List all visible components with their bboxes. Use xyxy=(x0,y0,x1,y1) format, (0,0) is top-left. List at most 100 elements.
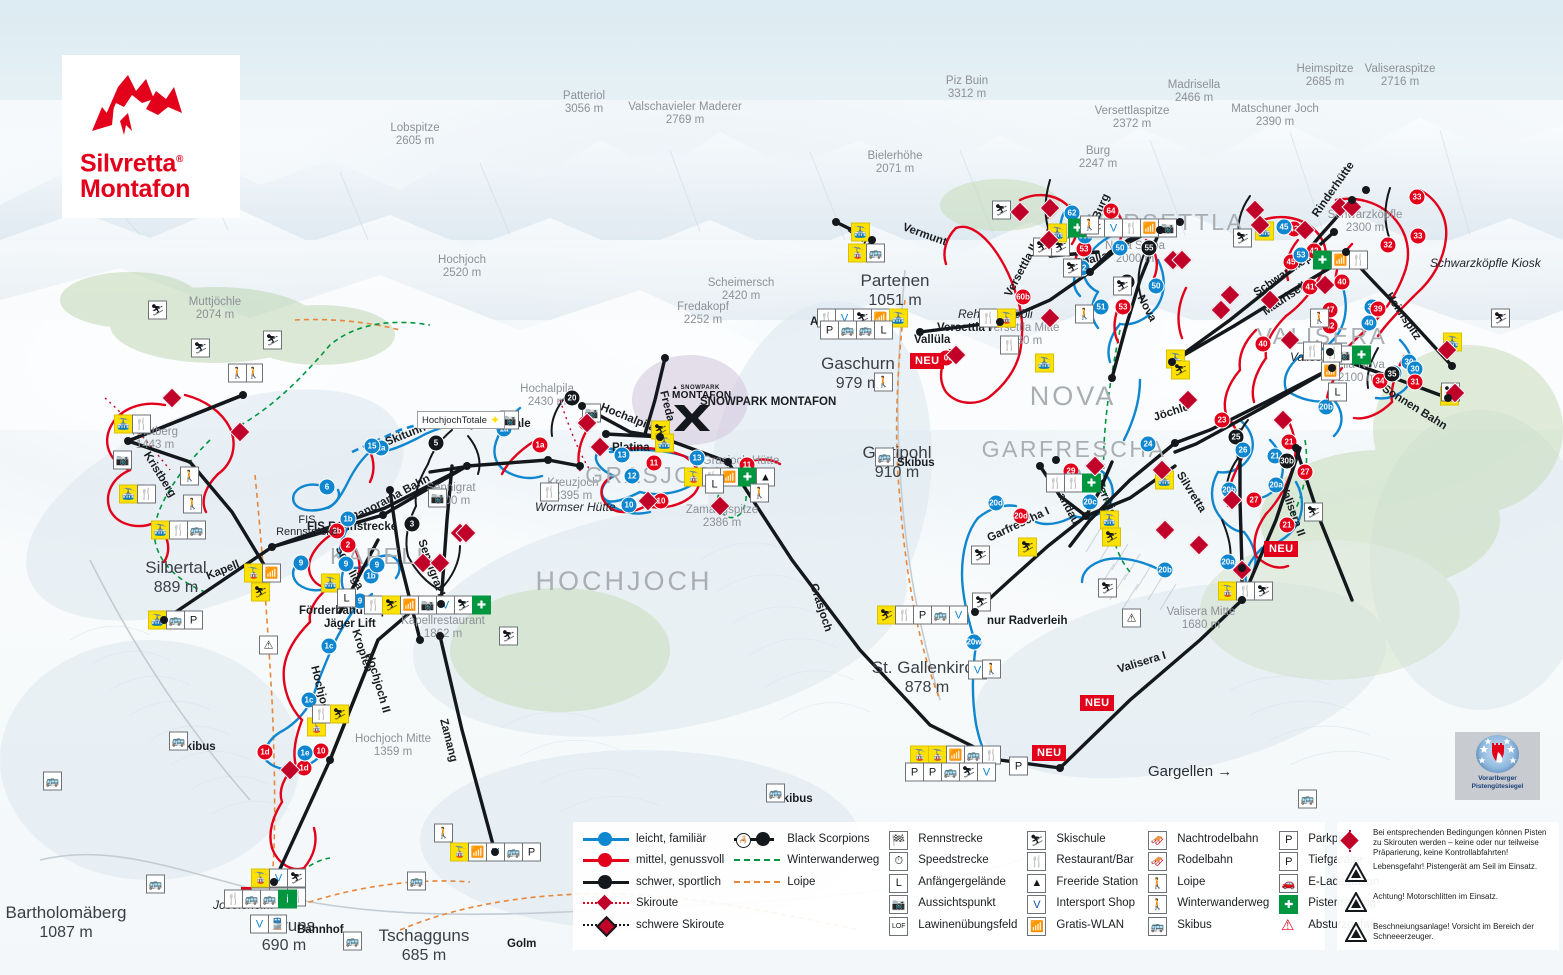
legend-item: Skiroute xyxy=(583,893,724,915)
facility-icon-cluster[interactable]: 🍴⛷📶📷V⛷✚ xyxy=(364,595,491,615)
facility-icon-cluster[interactable]: 🚶 xyxy=(180,466,199,486)
warning-note: Lebensgefahr! Pistengerät am Seil im Ein… xyxy=(1344,860,1551,888)
facility-icon-cluster[interactable]: 🚌 xyxy=(1298,789,1317,809)
facility-icon-cluster[interactable]: ⛷ xyxy=(1491,308,1510,328)
facility-icon-cluster[interactable]: 🚠 xyxy=(321,573,340,593)
legend-item-label: schwer, sportlich xyxy=(636,875,722,888)
facility-icon-cluster[interactable]: 🍴🚌🚌i xyxy=(224,889,297,909)
facility-icon-cluster[interactable]: P xyxy=(1009,756,1028,776)
facility-icon-cluster[interactable]: 🍴⛷ xyxy=(312,704,349,724)
legend-item: 📷Aussichtspunkt xyxy=(889,893,1017,915)
legend-symbol: ▲ xyxy=(1027,873,1049,893)
facility-icon-cluster[interactable]: 🚠🍴 xyxy=(114,414,151,434)
facility-icon-cluster[interactable]: ⛷ xyxy=(499,626,518,646)
facility-icon-cluster[interactable]: 🚠 xyxy=(851,222,870,242)
facility-icon-cluster[interactable]: 🚡📶 xyxy=(244,563,281,583)
facility-icon-cluster[interactable]: 🚶 xyxy=(183,494,202,514)
facility-icon-cluster[interactable]: 🍴 xyxy=(1303,341,1322,361)
facility-icon-cluster[interactable]: 🚶 xyxy=(244,363,263,383)
facility-icon-cluster[interactable]: 🚶 xyxy=(1310,308,1329,328)
facility-icon-cluster[interactable]: 🍴 xyxy=(1000,335,1019,355)
facility-icon-cluster[interactable]: 🚶 xyxy=(434,823,453,843)
facility-icon-cluster[interactable]: L xyxy=(337,588,356,608)
lift-station-node xyxy=(268,543,276,551)
bus-icon: 🚌 xyxy=(43,771,62,791)
legend-symbol xyxy=(734,874,781,890)
facility-icon-cluster[interactable]: L xyxy=(1328,382,1347,402)
facility-icon-cluster[interactable]: P🚌🚌L xyxy=(820,320,893,340)
gondola-icon: 🚡 xyxy=(244,563,263,583)
facility-icon-cluster[interactable]: 🍴 xyxy=(540,482,559,502)
lift-station-node xyxy=(1362,186,1370,194)
facility-icon-cluster[interactable]: 🍴🚡 xyxy=(979,308,1016,328)
facility-icon-cluster[interactable]: 🚠🍴🚌 xyxy=(151,520,206,540)
legend-item-label: Winterwanderweg xyxy=(1177,897,1270,910)
bus-icon: 🚌 xyxy=(1148,916,1168,936)
facility-icon-cluster[interactable]: ⛷ xyxy=(1171,360,1190,380)
logo-line-1: Silvretta xyxy=(80,149,176,178)
skischool-icon: ⛷ xyxy=(1233,228,1252,248)
piste-number-badge: 1e xyxy=(296,744,314,762)
facility-icon-cluster[interactable]: ⛷ xyxy=(992,200,1011,220)
facility-icon-cluster[interactable]: 🚌 xyxy=(766,783,785,803)
facility-icon-cluster[interactable]: ⚠ xyxy=(1122,608,1141,628)
facility-icon-cluster[interactable]: 🚌 xyxy=(169,731,188,751)
facility-icon-cluster[interactable]: 🚠 xyxy=(1035,353,1054,373)
piste-number-badge: 13 xyxy=(688,449,706,467)
facility-icon-cluster[interactable]: 🚌 xyxy=(43,771,62,791)
facility-icon-cluster[interactable]: 📷 xyxy=(428,488,447,508)
facility-icon-cluster[interactable]: ⛷ xyxy=(971,545,990,565)
lift-station-node xyxy=(1348,196,1356,204)
facility-icon-cluster[interactable]: ⛷ xyxy=(972,592,991,612)
facility-icon-cluster[interactable]: ⛷🍴P🚌V xyxy=(877,605,968,625)
facility-icon-cluster[interactable]: 🚶 xyxy=(1080,215,1099,235)
facility-icon-cluster[interactable]: 🚌 xyxy=(343,931,362,951)
facility-icon-cluster[interactable]: 🚡🚌 xyxy=(848,243,885,263)
facility-icon-cluster[interactable]: 🚶 xyxy=(874,372,893,392)
facility-icon-cluster[interactable]: ✚📶🍴 xyxy=(1313,250,1368,270)
beginner-L-icon: L xyxy=(889,873,909,893)
facility-icon-cluster[interactable]: ⛷ xyxy=(1113,276,1132,296)
facility-icon-cluster[interactable]: 🚶 xyxy=(982,659,1001,679)
facility-icon-cluster[interactable]: 🚡🚡📶🚌🍴 xyxy=(910,745,1001,765)
facility-icon-cluster[interactable]: 🚡V⛷ xyxy=(251,868,306,888)
facility-icon-cluster[interactable]: 🚶 xyxy=(1075,304,1094,324)
hiker-icon: 🚶 xyxy=(434,823,453,843)
facility-icon-cluster[interactable]: ⛷ xyxy=(263,330,282,350)
hiker-icon: 🚶 xyxy=(1148,895,1168,915)
facility-icon-cluster[interactable]: 🚌 xyxy=(407,871,426,891)
facility-icon-cluster[interactable]: ⛷ xyxy=(191,338,210,358)
facility-icon-cluster[interactable]: ⛷ xyxy=(1098,578,1117,598)
facility-icon-cluster[interactable]: V🚆 xyxy=(250,914,287,934)
facility-icon-cluster[interactable]: 🍴🍴✚ xyxy=(1046,473,1101,493)
legend-item: 🛷Rodelbahn xyxy=(1148,850,1269,872)
skischool-icon: ⛷ xyxy=(287,868,306,888)
facility-icon-cluster[interactable]: ⚠ xyxy=(259,635,278,655)
restaurant-icon: 🍴 xyxy=(1064,473,1083,493)
facility-icon-cluster[interactable]: 🚠🚌P xyxy=(148,610,203,630)
facility-icon-cluster[interactable]: ⛷ xyxy=(148,300,167,320)
facility-icon-cluster[interactable]: 🚶 xyxy=(228,363,247,383)
facility-icon-cluster[interactable]: ⛷ xyxy=(1018,537,1037,557)
facility-icon-cluster[interactable]: ⛷ xyxy=(1102,527,1121,547)
piste-number-badge: 20w xyxy=(965,633,983,651)
piste-number-badge: 1b xyxy=(339,510,357,528)
bus-icon: 🚌 xyxy=(504,842,523,862)
legend-item-label: mittel, genussvoll xyxy=(636,854,725,867)
facility-icon-cluster[interactable]: 🚶 xyxy=(750,483,769,503)
piste-number-badge: 1c xyxy=(320,637,338,655)
facility-icon-cluster[interactable]: ⛷ xyxy=(1304,502,1323,522)
facility-icon-cluster[interactable]: 🚌 xyxy=(875,447,894,467)
facility-icon-cluster[interactable]: ⛷ xyxy=(251,582,270,602)
facility-icon-cluster[interactable]: 🚌 xyxy=(146,874,165,894)
lift-station-node xyxy=(868,236,876,244)
facility-icon-cluster[interactable]: 📷 xyxy=(113,450,132,470)
danger-icon: ⚠ xyxy=(1279,916,1297,935)
facility-icon-cluster[interactable]: 🚡🍴⛷ xyxy=(1218,581,1273,601)
piste-number-badge: 51 xyxy=(1092,298,1110,316)
facility-icon-cluster[interactable]: L xyxy=(705,474,724,494)
facility-icon-cluster[interactable]: 🚠🍴 xyxy=(119,484,156,504)
facility-icon-cluster[interactable]: ⛷ xyxy=(1063,258,1082,278)
facility-icon-cluster[interactable]: ⛷ xyxy=(1233,228,1252,248)
